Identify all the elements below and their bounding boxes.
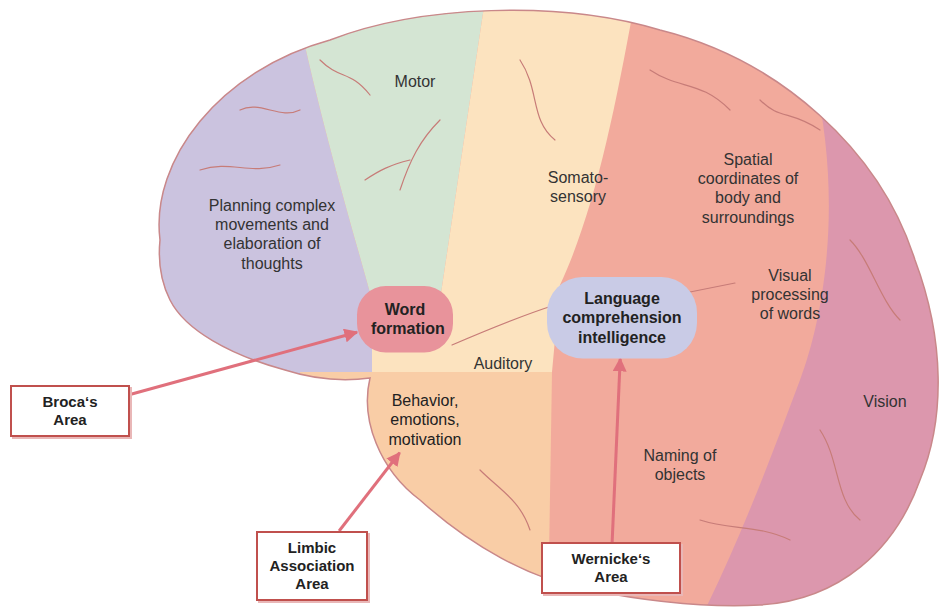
region-name: Language comprehension intelligence [559,289,685,347]
callout-label: Limbic Association Area [264,539,360,593]
callout-box: Wernicke‘s Area [541,542,681,594]
region-shape [357,286,453,352]
callout-box: Limbic Association Area [256,531,368,601]
word-formation-region: Word formation [357,286,453,352]
region-label: Naming of objects [625,446,735,484]
occipital-region [700,0,943,609]
sulci [200,60,900,540]
callout-label: Broca‘s Area [28,393,112,429]
arrow-connector [339,453,400,531]
callout-box: Broca‘s Area [10,385,130,437]
callout-label: Wernicke‘s Area [561,550,661,586]
region-fill [547,277,697,359]
region-label: Motor [370,72,460,91]
arrow-connector [612,359,620,542]
brain-outline [159,10,938,605]
region-label: Visual processing of words [743,266,838,324]
region-label: Spatial coordinates of body and surround… [693,150,803,227]
region-label: Vision [850,392,920,411]
region-label: Somato- sensory [538,168,618,206]
language-comprehension-region: Language comprehension intelligence [547,277,697,359]
limbic-region: Behavior, emotions, motivation [370,387,480,453]
arrow-connector [130,332,357,394]
region-name: Word formation [371,300,439,338]
region-name: Behavior, emotions, motivation [375,391,475,449]
region-fill [357,286,453,352]
region-label: Planning complex movements and elaborati… [197,196,347,273]
region-label: Auditory [458,354,548,373]
